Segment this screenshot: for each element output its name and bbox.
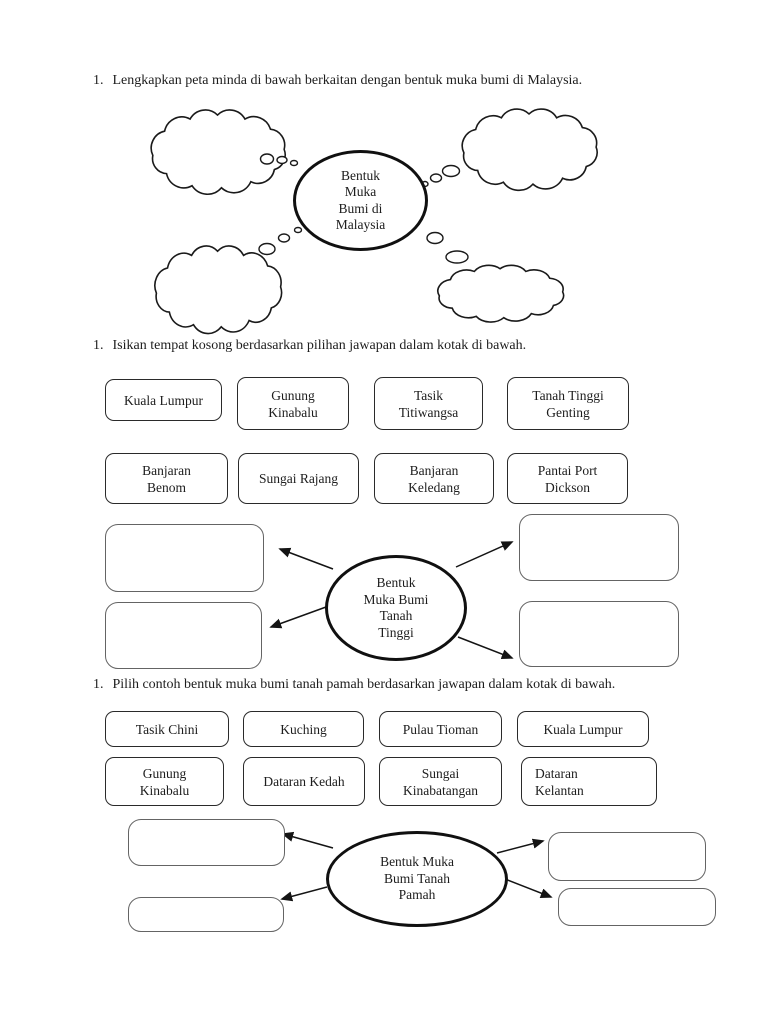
word-bank-label: Dataran Kedah — [263, 774, 345, 789]
word-bank-label: Dataran Kelantan — [535, 765, 584, 798]
trail-bubble — [276, 155, 288, 165]
mindmap-center-label: Bentuk Muka Bumi di Malaysia — [335, 167, 386, 233]
word-bank-box-dataran-kelantan: Dataran Kelantan — [521, 757, 657, 806]
arrow-up-right — [455, 541, 514, 568]
word-bank-box-sungai-kinabatangan: Sungai Kinabatangan — [379, 757, 502, 806]
word-bank-label: Pulau Tioman — [402, 721, 479, 737]
thought-cloud-top-right — [461, 108, 598, 192]
arrow-up-left — [281, 831, 334, 849]
trail-bubble — [429, 173, 443, 183]
tanah-pamah-arrows — [280, 831, 553, 902]
thought-cloud-bottom-left — [154, 245, 283, 335]
trail-bubble — [445, 250, 469, 264]
question-3-heading: 1. Pilih contoh bentuk muka bumi tanah pa… — [93, 677, 615, 693]
trail-bubble — [426, 231, 444, 245]
word-bank-label: Kuala Lumpur — [123, 392, 204, 408]
word-bank-label: Gunung Kinabalu — [139, 765, 190, 798]
word-bank-label: Tasik Titiwangsa — [398, 387, 459, 420]
arrow-down-left — [280, 886, 328, 902]
word-bank-box-tanah-tinggi-genting: Tanah Tinggi Genting — [507, 377, 629, 430]
word-bank-box-pantai-port-dickson: Pantai Port Dickson — [507, 453, 628, 504]
word-bank-box-pulau-tioman: Pulau Tioman — [379, 711, 502, 747]
word-bank-box-gunung-kinabalu-2: Gunung Kinabalu — [105, 757, 224, 806]
blank-answer-box-tanah-tinggi-1 — [105, 524, 264, 592]
mindmap-center-label: Bentuk Muka Bumi Tanah Tinggi — [363, 575, 429, 640]
word-bank-label: Sungai Rajang — [258, 471, 339, 486]
arrow-down-right — [457, 636, 514, 660]
thought-cloud-bottom-right — [437, 264, 565, 323]
question-2-heading: 1. Isikan tempat kosong berdasarkan pilih… — [93, 338, 526, 354]
word-bank-label: Tanah Tinggi Genting — [532, 387, 604, 420]
thought-trail-bubbles — [258, 153, 469, 264]
question-number: 1. — [93, 73, 104, 88]
word-bank-box-banjaran-benom: Banjaran Benom — [105, 453, 228, 504]
word-bank-box-tasik-chini: Tasik Chini — [105, 711, 229, 747]
word-bank-label: Banjaran Benom — [142, 462, 191, 495]
question-text: Isikan tempat kosong berdasarkan pilihan… — [112, 338, 527, 353]
arrow-up-right — [496, 838, 545, 854]
question-number: 1. — [93, 338, 104, 353]
word-bank-label: Tasik Chini — [135, 721, 199, 737]
word-bank-label: Kuching — [280, 721, 327, 737]
trail-bubble — [441, 164, 461, 178]
word-bank-label: Banjaran Keledang — [408, 462, 460, 495]
word-bank-label: Sungai Kinabatangan — [403, 765, 478, 798]
word-bank-box-sungai-rajang: Sungai Rajang — [238, 453, 359, 504]
thought-cloud-top-left — [150, 109, 287, 196]
blank-answer-box-tanah-tinggi-2 — [105, 602, 262, 669]
word-bank-label: Kuala Lumpur — [543, 721, 623, 737]
question-text: Pilih contoh bentuk muka bumi tanah pama… — [112, 677, 616, 692]
word-bank-box-tasik-titiwangsa: Tasik Titiwangsa — [374, 377, 483, 430]
blank-answer-box-tanah-pamah-3 — [548, 832, 706, 881]
question-1-heading: 1. Lengkapkan peta minda di bawah berkait… — [93, 73, 582, 89]
trail-bubble — [259, 153, 275, 165]
mindmap-center-malaysia: Bentuk Muka Bumi di Malaysia — [293, 150, 428, 251]
word-bank-label: Gunung Kinabalu — [268, 387, 318, 420]
word-bank-box-gunung-kinabalu: Gunung Kinabalu — [237, 377, 349, 430]
mindmap-center-tanah-tinggi: Bentuk Muka Bumi Tanah Tinggi — [325, 555, 467, 661]
trail-bubble — [289, 159, 299, 167]
arrow-down-left — [269, 606, 327, 629]
blank-answer-box-tanah-tinggi-3 — [519, 514, 679, 581]
blank-answer-box-tanah-tinggi-4 — [519, 601, 679, 667]
word-bank-label: Pantai Port Dickson — [537, 462, 598, 495]
blank-answer-box-tanah-pamah-2 — [128, 897, 284, 932]
trail-bubble — [258, 242, 276, 256]
question-text: Lengkapkan peta minda di bawah berkaitan… — [112, 73, 583, 88]
mindmap-center-label: Bentuk Muka Bumi Tanah Pamah — [380, 854, 454, 903]
mindmap-center-tanah-pamah: Bentuk Muka Bumi Tanah Pamah — [326, 831, 508, 927]
word-bank-box-kuching: Kuching — [243, 711, 364, 747]
word-bank-box-kuala-lumpur-2: Kuala Lumpur — [517, 711, 649, 747]
trail-bubble — [277, 233, 291, 243]
word-bank-box-dataran-kedah: Dataran Kedah — [243, 757, 365, 806]
blank-answer-box-tanah-pamah-4 — [558, 888, 716, 926]
question-number: 1. — [93, 677, 104, 692]
arrow-up-left — [278, 547, 334, 570]
arrow-down-right — [504, 878, 553, 898]
word-bank-box-kuala-lumpur: Kuala Lumpur — [105, 379, 222, 421]
tanah-tinggi-arrows — [269, 541, 514, 660]
word-bank-box-banjaran-keledang: Banjaran Keledang — [374, 453, 494, 504]
blank-answer-box-tanah-pamah-1 — [128, 819, 285, 866]
trail-bubble — [293, 226, 303, 234]
